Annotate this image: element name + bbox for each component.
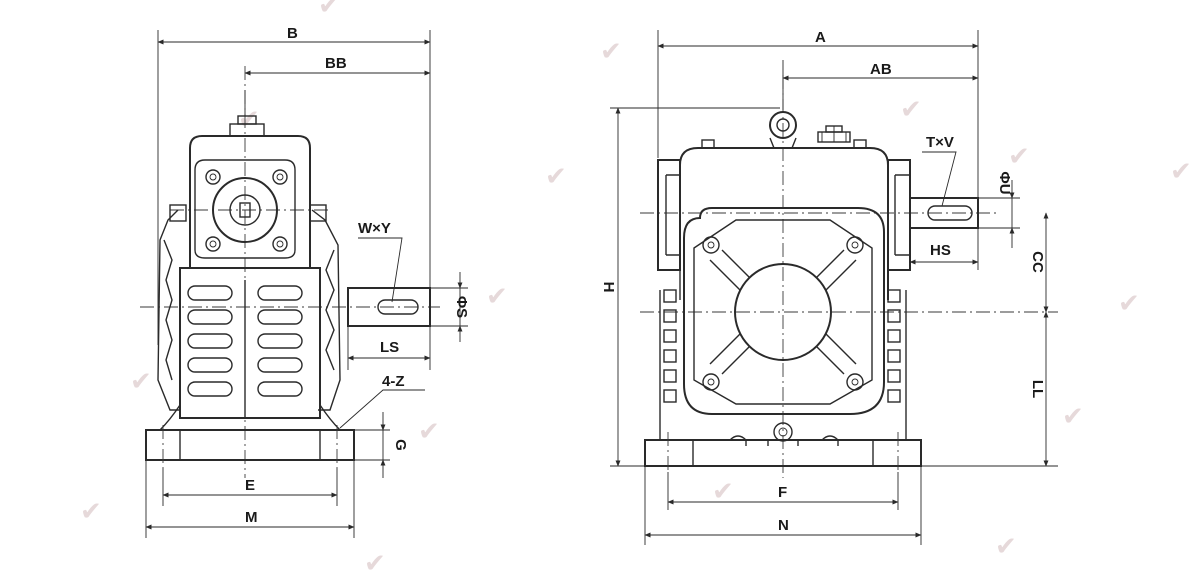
leaf-watermark-icon: ✔ <box>418 417 440 447</box>
front-view <box>140 30 468 538</box>
front-view-labels: B BB W×Y ΦS LS 4-Z G E M <box>245 25 470 526</box>
dimension-N: N <box>778 517 789 534</box>
leaf-watermark-icon: ✔ <box>1170 157 1192 187</box>
watermarks: ✔ ✔ ✔ ✔ ✔ ✔ ✔ ✔ ✔ ✔ ✔ ✔ ✔ ✔ ✔ ✔ <box>80 0 1192 577</box>
dimension-F: F <box>778 484 787 501</box>
dimension-E: E <box>245 477 255 494</box>
dimension-BB: BB <box>325 55 347 72</box>
dimension-LL: LL <box>1029 380 1046 398</box>
dimension-A: A <box>815 29 826 46</box>
dimension-LS: LS <box>380 339 399 356</box>
leaf-watermark-icon: ✔ <box>1008 142 1030 172</box>
dimension-G: G <box>392 439 409 451</box>
side-view-labels: A AB T×V ΦU HS CC H LL F N <box>600 29 1046 534</box>
leaf-watermark-icon: ✔ <box>318 0 340 21</box>
dimension-AB: AB <box>870 61 892 78</box>
leaf-watermark-icon: ✔ <box>486 282 508 312</box>
leaf-watermark-icon: ✔ <box>712 477 734 507</box>
dimension-H: H <box>600 282 617 293</box>
dimension-WxY: W×Y <box>358 220 391 237</box>
dimension-M: M <box>245 509 258 526</box>
dimension-HS: HS <box>930 242 951 259</box>
leaf-watermark-icon: ✔ <box>238 105 260 135</box>
dimension-phiS: ΦS <box>453 296 470 318</box>
side-view <box>610 30 1058 545</box>
dimension-phiU: ΦU <box>996 171 1013 194</box>
leaf-watermark-icon: ✔ <box>130 367 152 397</box>
leaf-watermark-icon: ✔ <box>1062 402 1084 432</box>
leaf-watermark-icon: ✔ <box>900 95 922 125</box>
leaf-watermark-icon: ✔ <box>364 549 386 577</box>
dimension-4-Z: 4-Z <box>382 373 405 390</box>
leaf-watermark-icon: ✔ <box>80 497 102 527</box>
dimension-TxV: T×V <box>926 134 954 151</box>
dimension-B: B <box>287 25 298 42</box>
leaf-watermark-icon: ✔ <box>545 162 567 192</box>
dimension-CC: CC <box>1029 251 1046 273</box>
leaf-watermark-icon: ✔ <box>1118 289 1140 319</box>
leaf-watermark-icon: ✔ <box>995 532 1017 562</box>
leaf-watermark-icon: ✔ <box>600 37 622 67</box>
